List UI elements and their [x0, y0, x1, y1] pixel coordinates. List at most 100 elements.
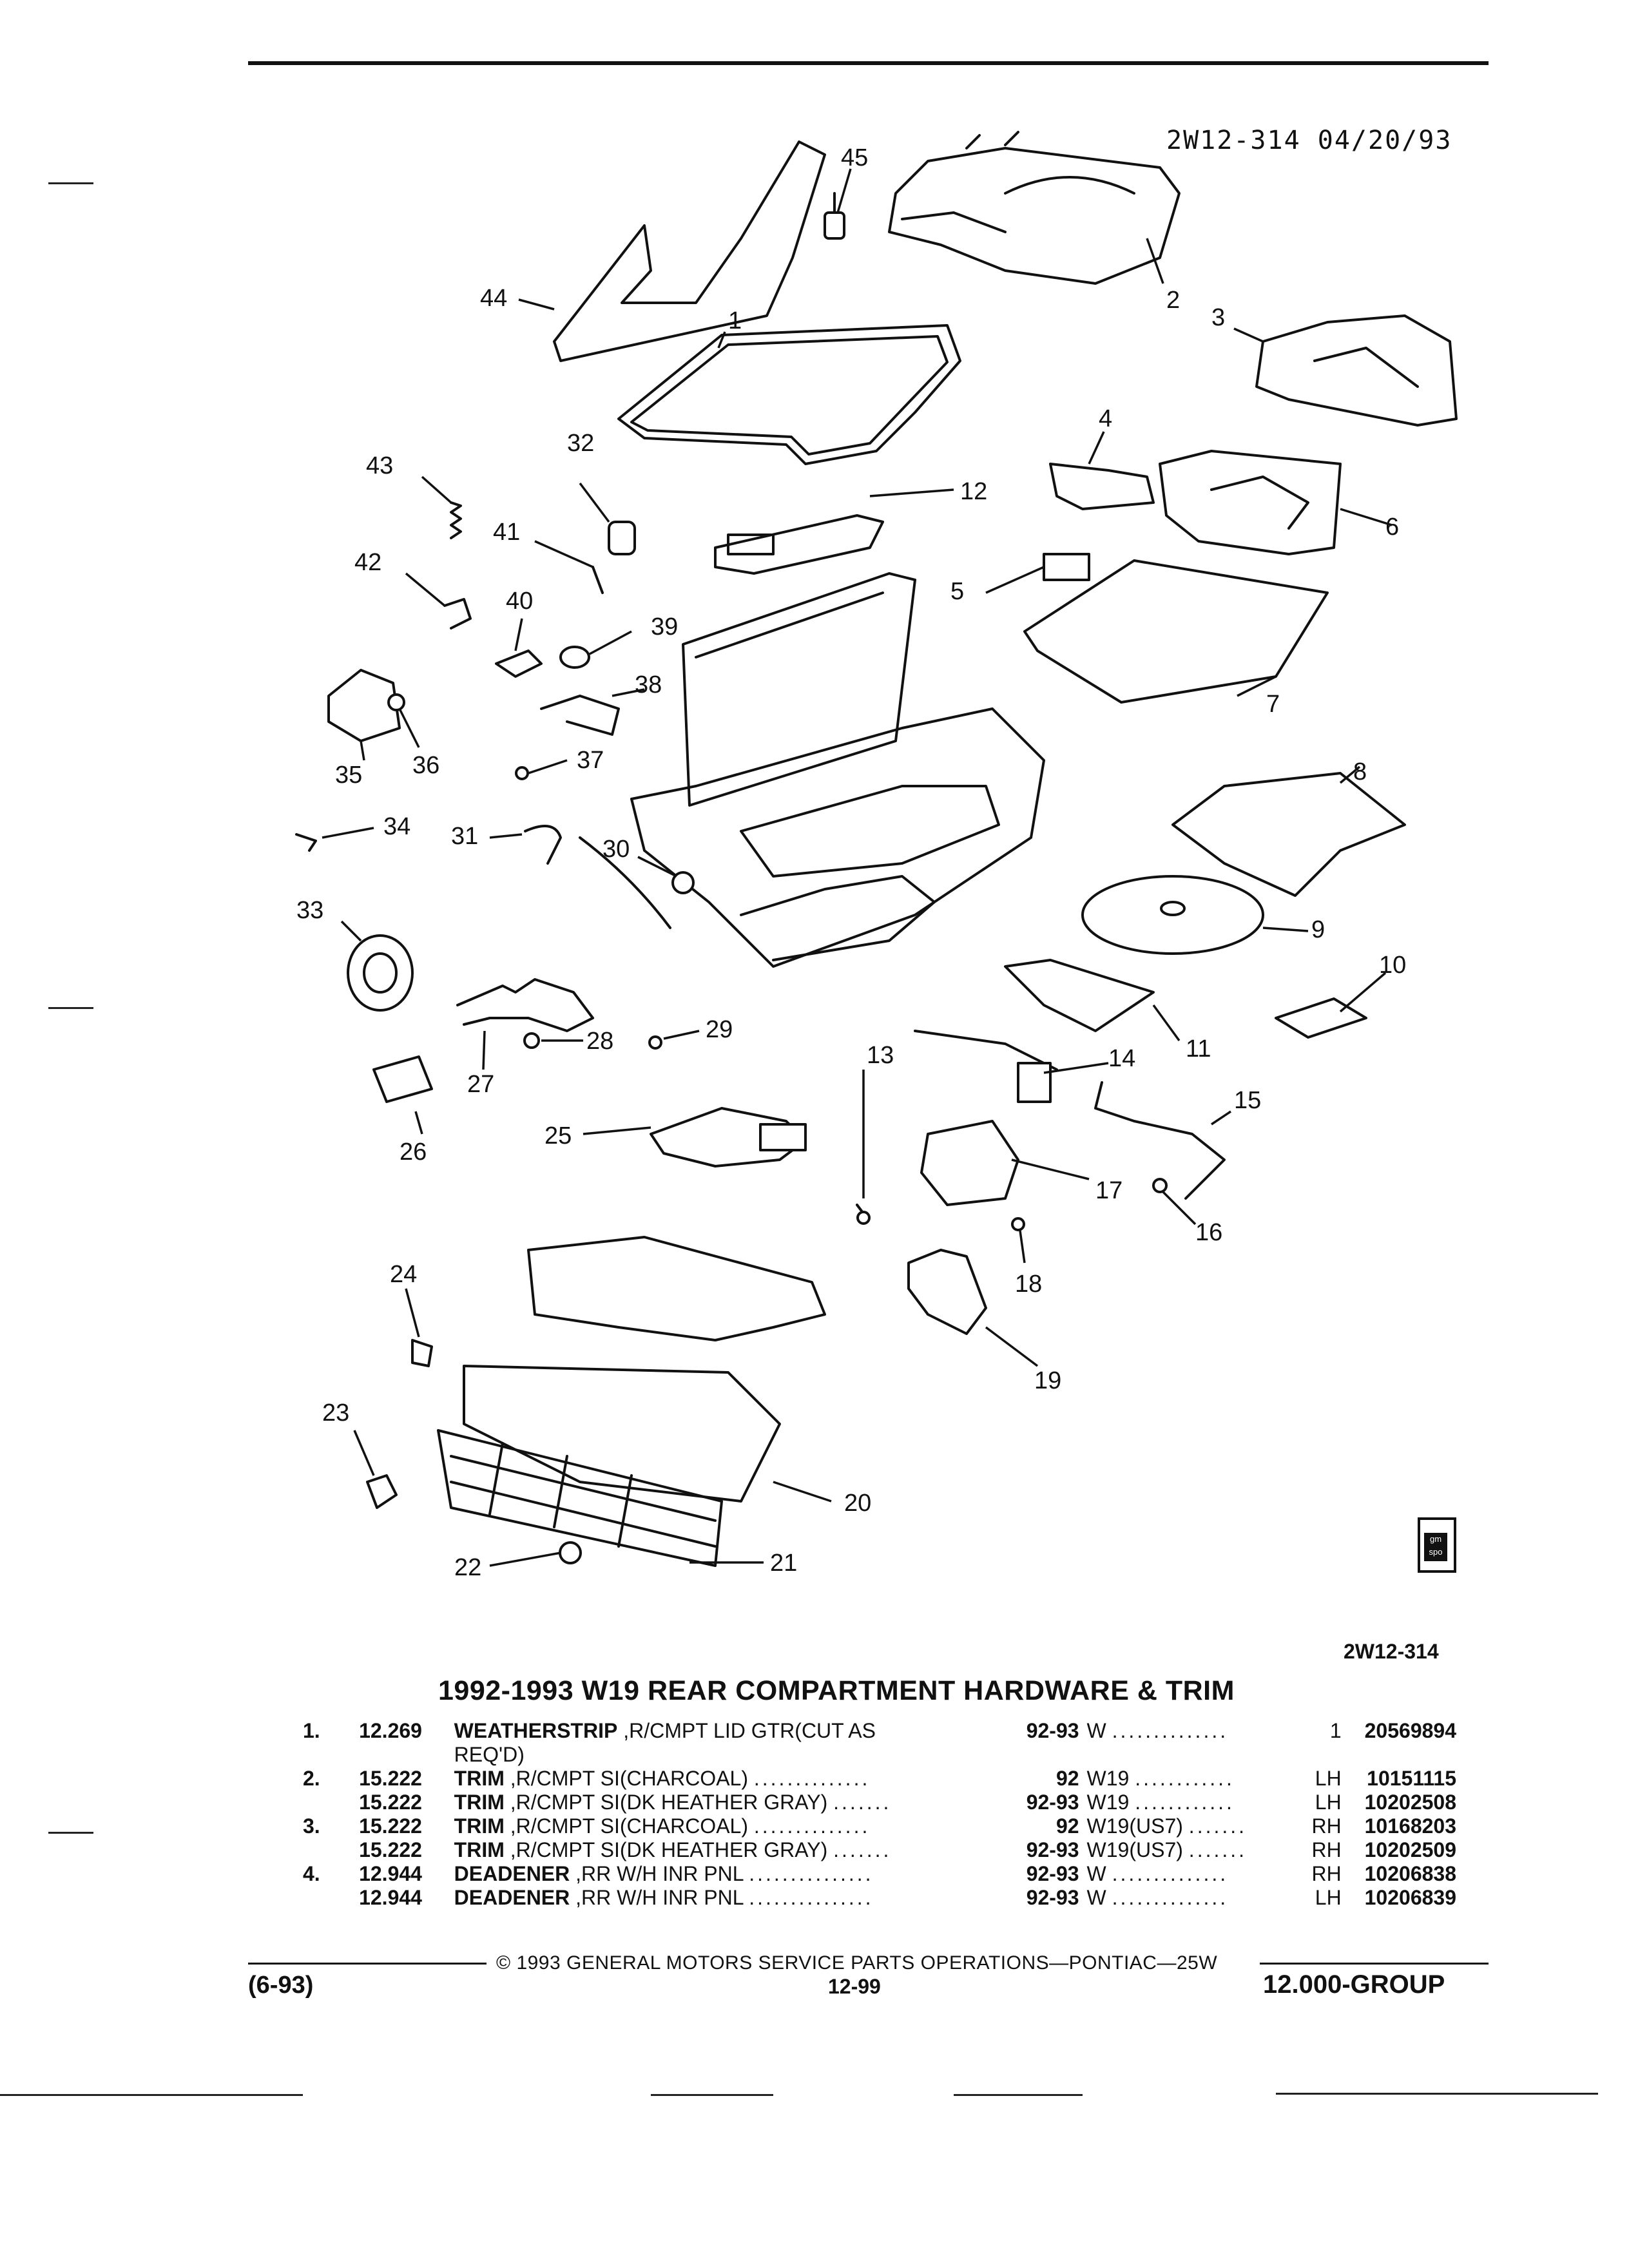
part-4-deadener — [1049, 463, 1155, 510]
callout-10: 10 — [1379, 952, 1406, 979]
part-10-label — [1275, 997, 1367, 1039]
part-24-retainer — [411, 1339, 433, 1367]
callout-8: 8 — [1353, 758, 1367, 785]
callout-43: 43 — [366, 452, 393, 479]
part-31-clip — [524, 825, 562, 865]
part-43-spring — [450, 501, 462, 539]
part-39-cap — [559, 646, 590, 669]
callout-14: 14 — [1108, 1045, 1135, 1072]
scan-mark — [954, 2094, 1083, 2096]
callout-6: 6 — [1385, 514, 1399, 541]
table-row: 15.222 TRIM ,R/CMPT SI(DK HEATHER GRAY) … — [359, 1791, 1456, 1814]
part-5-block — [1043, 553, 1090, 581]
part-3-side-trim — [1255, 314, 1458, 427]
part-19-striker — [907, 1249, 987, 1335]
part-26-emblem — [372, 1055, 433, 1103]
row-side: 1 — [1329, 1719, 1342, 1742]
part-41-rod — [592, 566, 604, 594]
copyright: © 1993 GENERAL MOTORS SERVICE PARTS OPER… — [496, 1952, 1218, 1974]
callout-numbers: 1 2 3 4 5 6 7 8 9 10 11 12 13 14 15 16 1… — [296, 144, 1406, 1581]
part-45-push-pin — [824, 192, 845, 240]
part-38-grommet — [540, 695, 620, 736]
callout-41: 41 — [493, 519, 520, 546]
callout-35: 35 — [335, 762, 362, 789]
part-37-plug — [515, 766, 529, 780]
callout-38: 38 — [635, 671, 662, 698]
parts-table: 1. 12.269 WEATHERSTRIP ,R/CMPT LID GTR(C… — [303, 1719, 1456, 1910]
row-description-cont: REQ'D) — [454, 1743, 525, 1766]
part-42-clip — [443, 598, 472, 629]
exploded-parts-diagram: 1 2 3 4 5 6 7 8 9 10 11 12 13 14 15 16 1… — [295, 131, 1458, 1581]
table-row: 15.222 TRIM ,R/CMPT SI(DK HEATHER GRAY) … — [359, 1838, 1456, 1861]
part-22-fastener — [559, 1541, 582, 1564]
logo-text: gm spo — [1424, 1533, 1447, 1561]
gm-spo-logo: gm spo — [1418, 1517, 1456, 1573]
row-index: 1. — [303, 1719, 320, 1742]
part-7-floor-mat — [1023, 559, 1329, 704]
table-row: 1. 12.269 WEATHERSTRIP ,R/CMPT LID GTR(C… — [303, 1719, 1456, 1743]
row-model: W .............. — [1086, 1719, 1229, 1742]
callout-23: 23 — [322, 1399, 349, 1427]
part-32-key-cylinder — [608, 521, 636, 555]
figure-code: 2W12-314 — [1344, 1640, 1439, 1663]
part-12-plate — [714, 514, 884, 575]
callout-19: 19 — [1034, 1367, 1061, 1394]
part-name: WEATHERSTRIP — [454, 1719, 618, 1742]
callout-24: 24 — [390, 1261, 417, 1288]
callout-13: 13 — [867, 1042, 894, 1069]
part-15-cable — [1094, 1081, 1226, 1200]
scan-mark — [651, 2094, 773, 2096]
callout-37: 37 — [577, 747, 604, 774]
part-8-panel — [1171, 772, 1406, 897]
callout-27: 27 — [467, 1071, 494, 1098]
part-2-side-trim — [888, 131, 1181, 285]
part-23-clip — [366, 1474, 398, 1509]
page-number: 12-99 — [828, 1975, 881, 1998]
row-part-number: 20569894 — [1364, 1719, 1456, 1742]
part-6-tub — [1159, 450, 1342, 555]
part-27-bracket — [456, 978, 594, 1032]
part-44-trunk-mat — [553, 140, 826, 362]
callout-11: 11 — [1186, 1035, 1211, 1062]
callout-25: 25 — [545, 1122, 572, 1149]
part-11-bracket — [1004, 959, 1155, 1032]
callout-33: 33 — [296, 897, 323, 924]
callout-18: 18 — [1015, 1271, 1042, 1298]
callout-26: 26 — [400, 1139, 427, 1166]
part-21-cargo-net — [437, 1429, 723, 1567]
scan-mark — [48, 182, 93, 184]
part-17-latch — [920, 1120, 1019, 1206]
row-code: 12.269 — [359, 1719, 422, 1742]
callout-39: 39 — [651, 613, 678, 640]
part-29-screw — [648, 1035, 662, 1050]
group-label: 12.000-GROUP — [1263, 1970, 1445, 1999]
callout-20: 20 — [844, 1490, 871, 1517]
part-18-bolt — [1011, 1217, 1025, 1231]
callout-32: 32 — [567, 430, 594, 457]
scan-mark — [48, 1832, 93, 1834]
table-row: 3. 15.222 TRIM ,R/CMPT SI(CHARCOAL) ....… — [303, 1814, 1456, 1838]
part-1-weatherstrip — [617, 324, 961, 465]
part-13-bolt — [856, 1204, 871, 1225]
table-row-continuation: REQ'D) — [303, 1743, 1456, 1767]
callout-44: 44 — [480, 285, 507, 312]
footer-rule-left — [248, 1963, 487, 1965]
callout-40: 40 — [506, 588, 533, 615]
callout-22: 22 — [454, 1554, 481, 1581]
callout-16: 16 — [1195, 1219, 1222, 1246]
callout-45: 45 — [841, 144, 868, 171]
callout-2: 2 — [1166, 287, 1180, 314]
part-20-bumper-fascia — [463, 1236, 826, 1503]
part-33-wheel — [347, 934, 414, 1012]
part-36-pin — [387, 693, 405, 711]
table-row: 2. 15.222 TRIM ,R/CMPT SI(CHARCOAL) ....… — [303, 1767, 1456, 1790]
leader-lines — [322, 168, 1393, 1567]
callout-31: 31 — [451, 823, 478, 850]
callout-1: 1 — [728, 307, 742, 334]
top-rule — [248, 61, 1489, 65]
part-34-clip — [295, 833, 317, 852]
part-35-release — [327, 669, 401, 742]
car-body-with-open-lid — [579, 572, 1045, 968]
section-title: 1992-1993 W19 REAR COMPARTMENT HARDWARE … — [438, 1675, 1235, 1706]
callout-15: 15 — [1234, 1087, 1261, 1114]
